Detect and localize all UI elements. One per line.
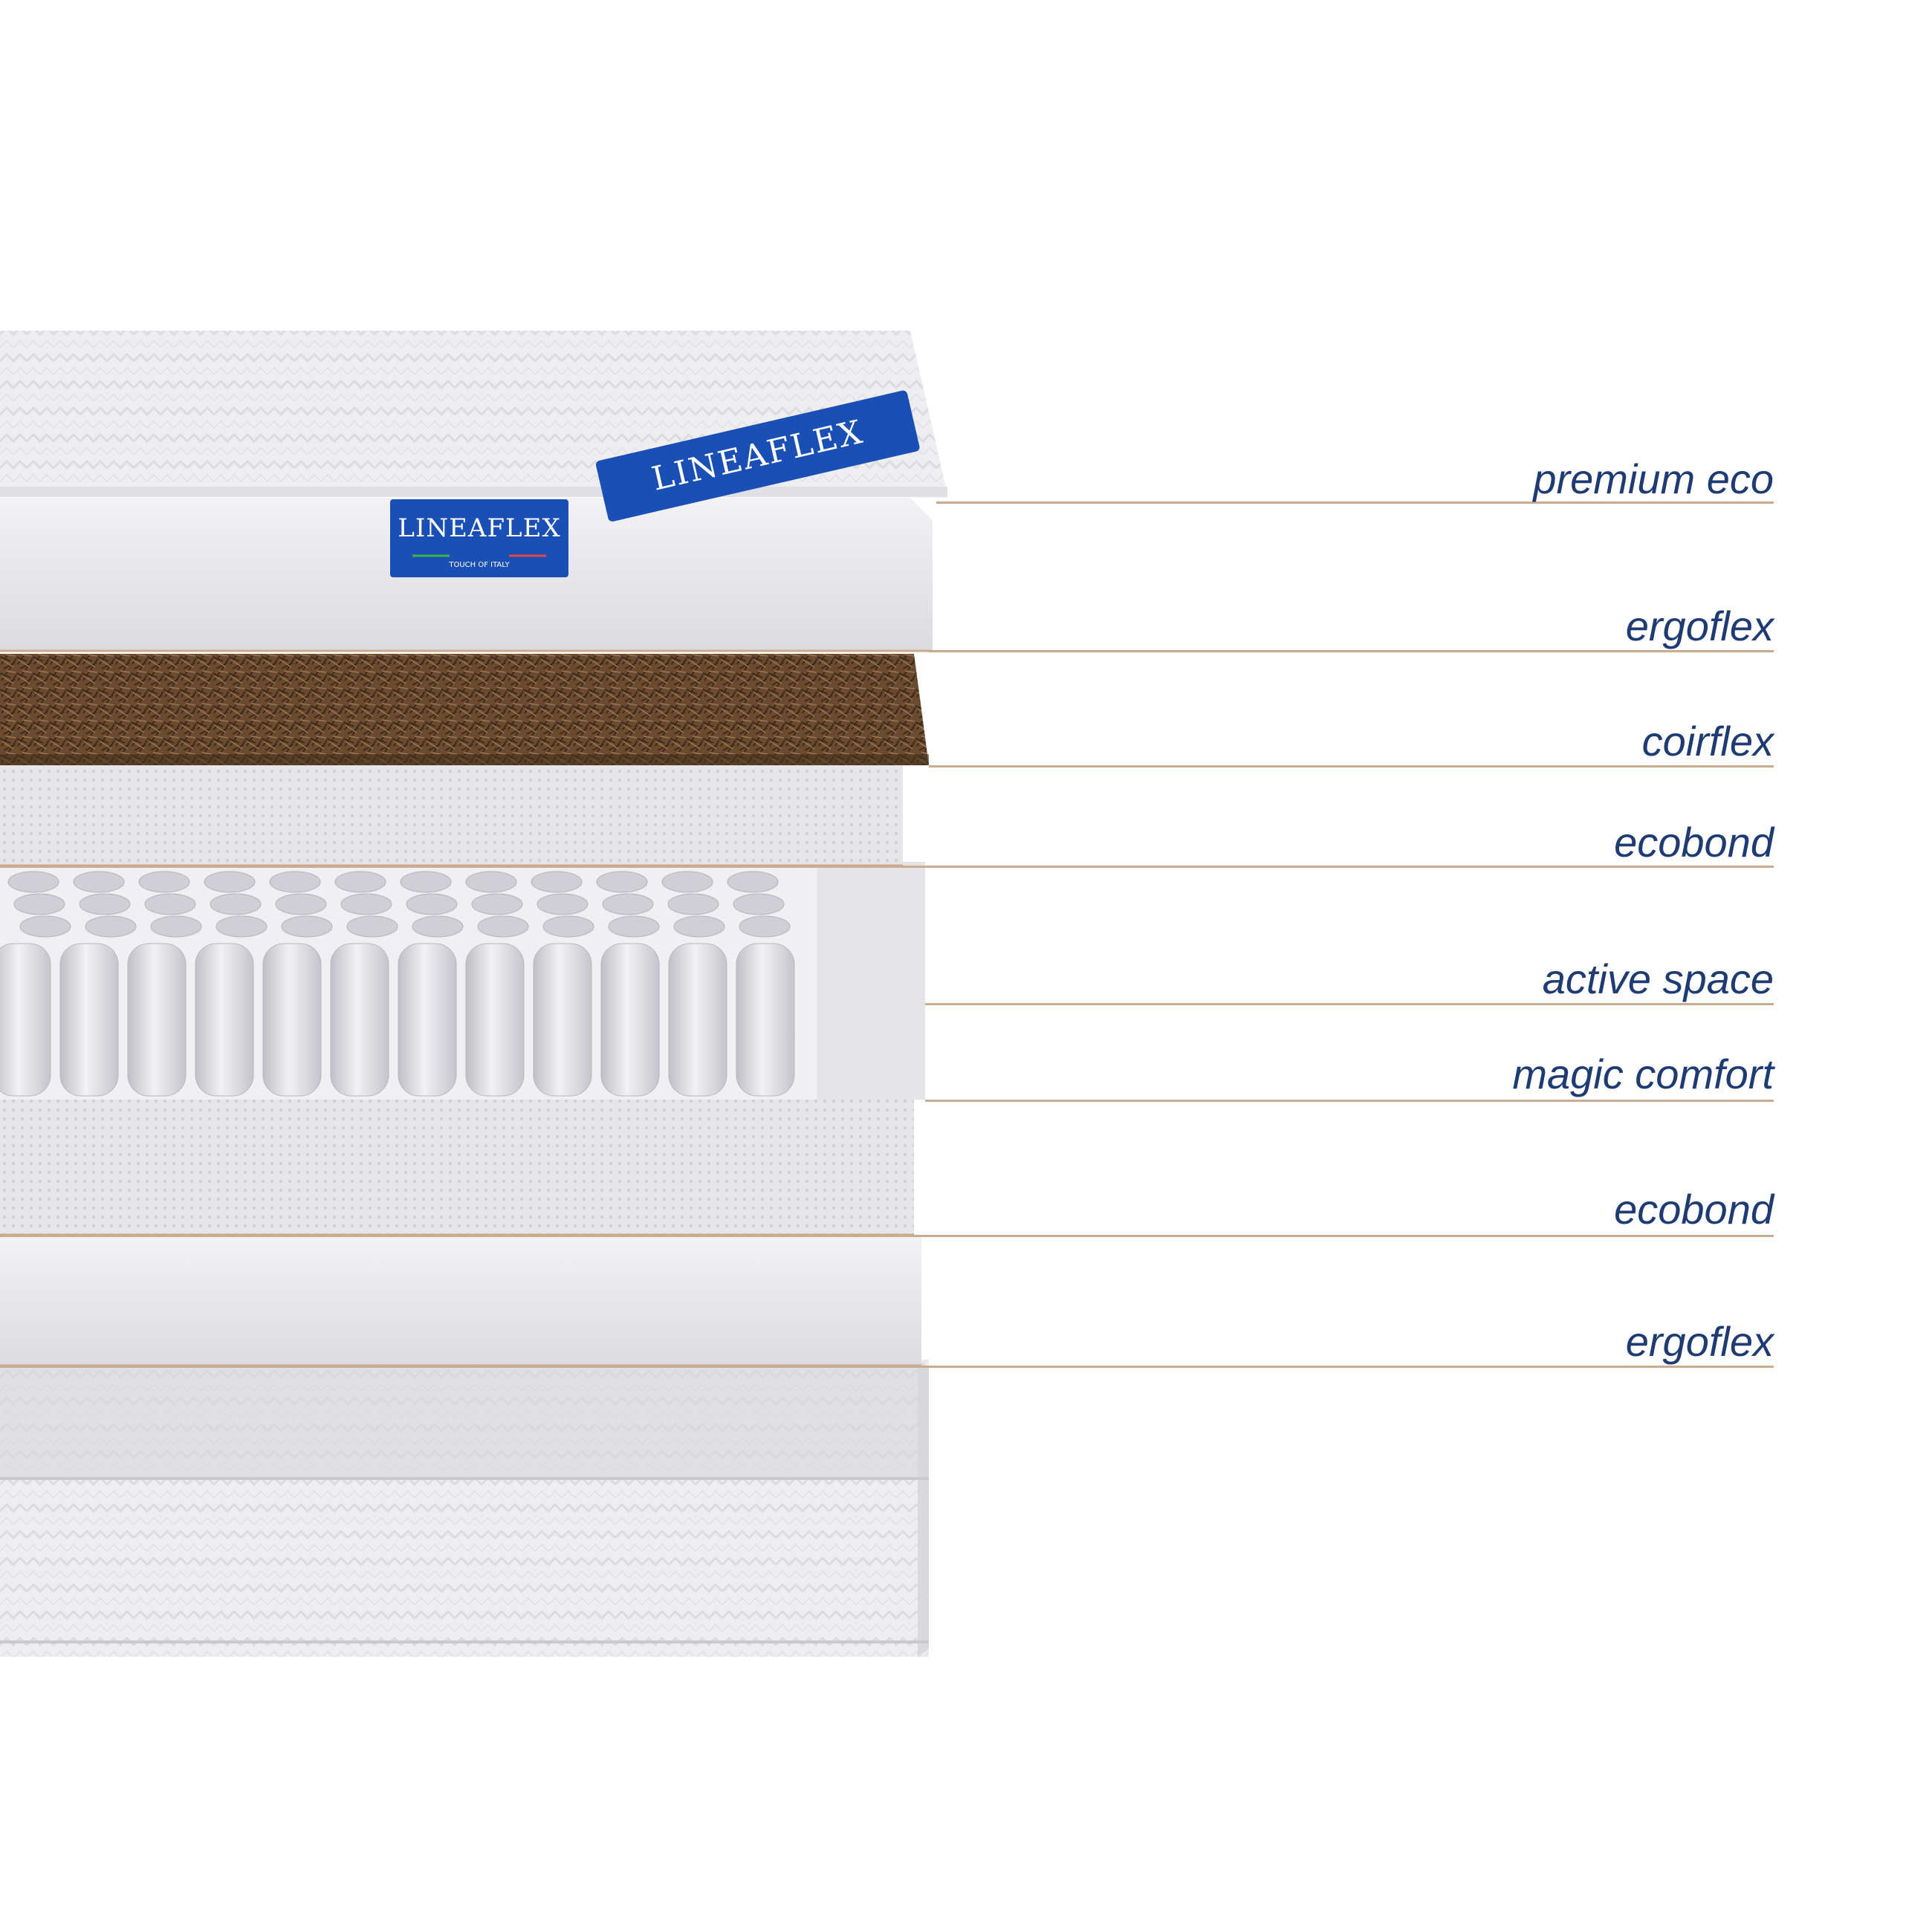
spring-top (537, 893, 589, 915)
spring-top (85, 915, 137, 938)
spring-top (531, 871, 583, 893)
ecobond-bottom-layer (0, 1100, 914, 1237)
svg-text:TOUCH OF ITALY: TOUCH OF ITALY (448, 561, 510, 569)
pocket-spring (262, 943, 322, 1097)
pocket-spring (736, 943, 795, 1097)
spring-top (215, 915, 268, 938)
leader-line-active-space (925, 1003, 1774, 1005)
ergoflex-bottom-layer (0, 1237, 921, 1367)
spring-top (19, 915, 71, 938)
pocket-spring (0, 943, 51, 1097)
leader-line-magic-comfort (925, 1100, 1774, 1102)
label-ergoflex-top: ergoflex (1625, 603, 1774, 649)
pocket-spring (398, 943, 457, 1097)
label-active-space: active space (1542, 955, 1774, 1002)
spring-top (346, 915, 398, 938)
leader-line-coirflex (929, 765, 1774, 767)
spring-top (477, 915, 529, 938)
spring-top (138, 871, 190, 893)
pocket-spring (330, 943, 389, 1097)
label-ergoflex-bottom: ergoflex (1625, 1318, 1774, 1365)
spring-top (406, 893, 458, 915)
active-space-springs (0, 871, 795, 1097)
label-ecobond-bottom: ecobond (1614, 1186, 1774, 1233)
spring-top (739, 915, 791, 938)
spring-top (73, 871, 125, 893)
svg-text:LINEAFLEX: LINEAFLEX (398, 513, 560, 543)
spring-top (334, 871, 386, 893)
pocket-spring (127, 943, 187, 1097)
spring-top (150, 915, 202, 938)
spring-top (275, 893, 327, 915)
spring-top (269, 871, 321, 893)
spring-top (733, 893, 785, 915)
spring-top (602, 893, 654, 915)
spring-top (465, 871, 517, 893)
label-magic-comfort: magic comfort (1512, 1051, 1774, 1097)
pocket-spring (465, 943, 525, 1097)
spring-top (596, 871, 648, 893)
leader-line-ecobond-bottom (0, 1235, 1774, 1237)
spring-top (281, 915, 333, 938)
leader-line-ergoflex-top (929, 650, 1774, 652)
spring-top (542, 915, 594, 938)
spring-top (727, 871, 779, 893)
spring-top (79, 893, 131, 915)
ecobond-top-layer (0, 765, 903, 867)
spring-top (204, 871, 256, 893)
spring-top (412, 915, 464, 938)
lineaflex-logo-tag: LINEAFLEX TOUCH OF ITALY (390, 499, 568, 577)
pocket-spring (195, 943, 254, 1097)
spring-top (13, 893, 65, 915)
label-coirflex: coirflex (1641, 718, 1774, 765)
spring-top (471, 893, 523, 915)
pocket-spring (668, 943, 727, 1097)
spring-top (7, 871, 59, 893)
leader-line-premium-eco (936, 502, 1774, 504)
leader-line-ecobond-top (0, 866, 1774, 868)
pocket-spring (533, 943, 592, 1097)
spring-top (210, 893, 262, 915)
label-ecobond-top: ecobond (1614, 819, 1774, 866)
label-premium-eco: premium eco (1533, 455, 1774, 502)
spring-top (673, 915, 725, 938)
mattress-base-cover (0, 1360, 929, 1657)
spring-top (667, 893, 719, 915)
coirflex-layer (0, 654, 929, 765)
leader-line-ergoflex-bottom (0, 1366, 1774, 1368)
spring-top (144, 893, 196, 915)
pocket-spring (59, 943, 119, 1097)
pocket-spring (600, 943, 660, 1097)
spring-top (400, 871, 452, 893)
spring-top (661, 871, 713, 893)
spring-top (608, 915, 660, 938)
spring-top (340, 893, 392, 915)
